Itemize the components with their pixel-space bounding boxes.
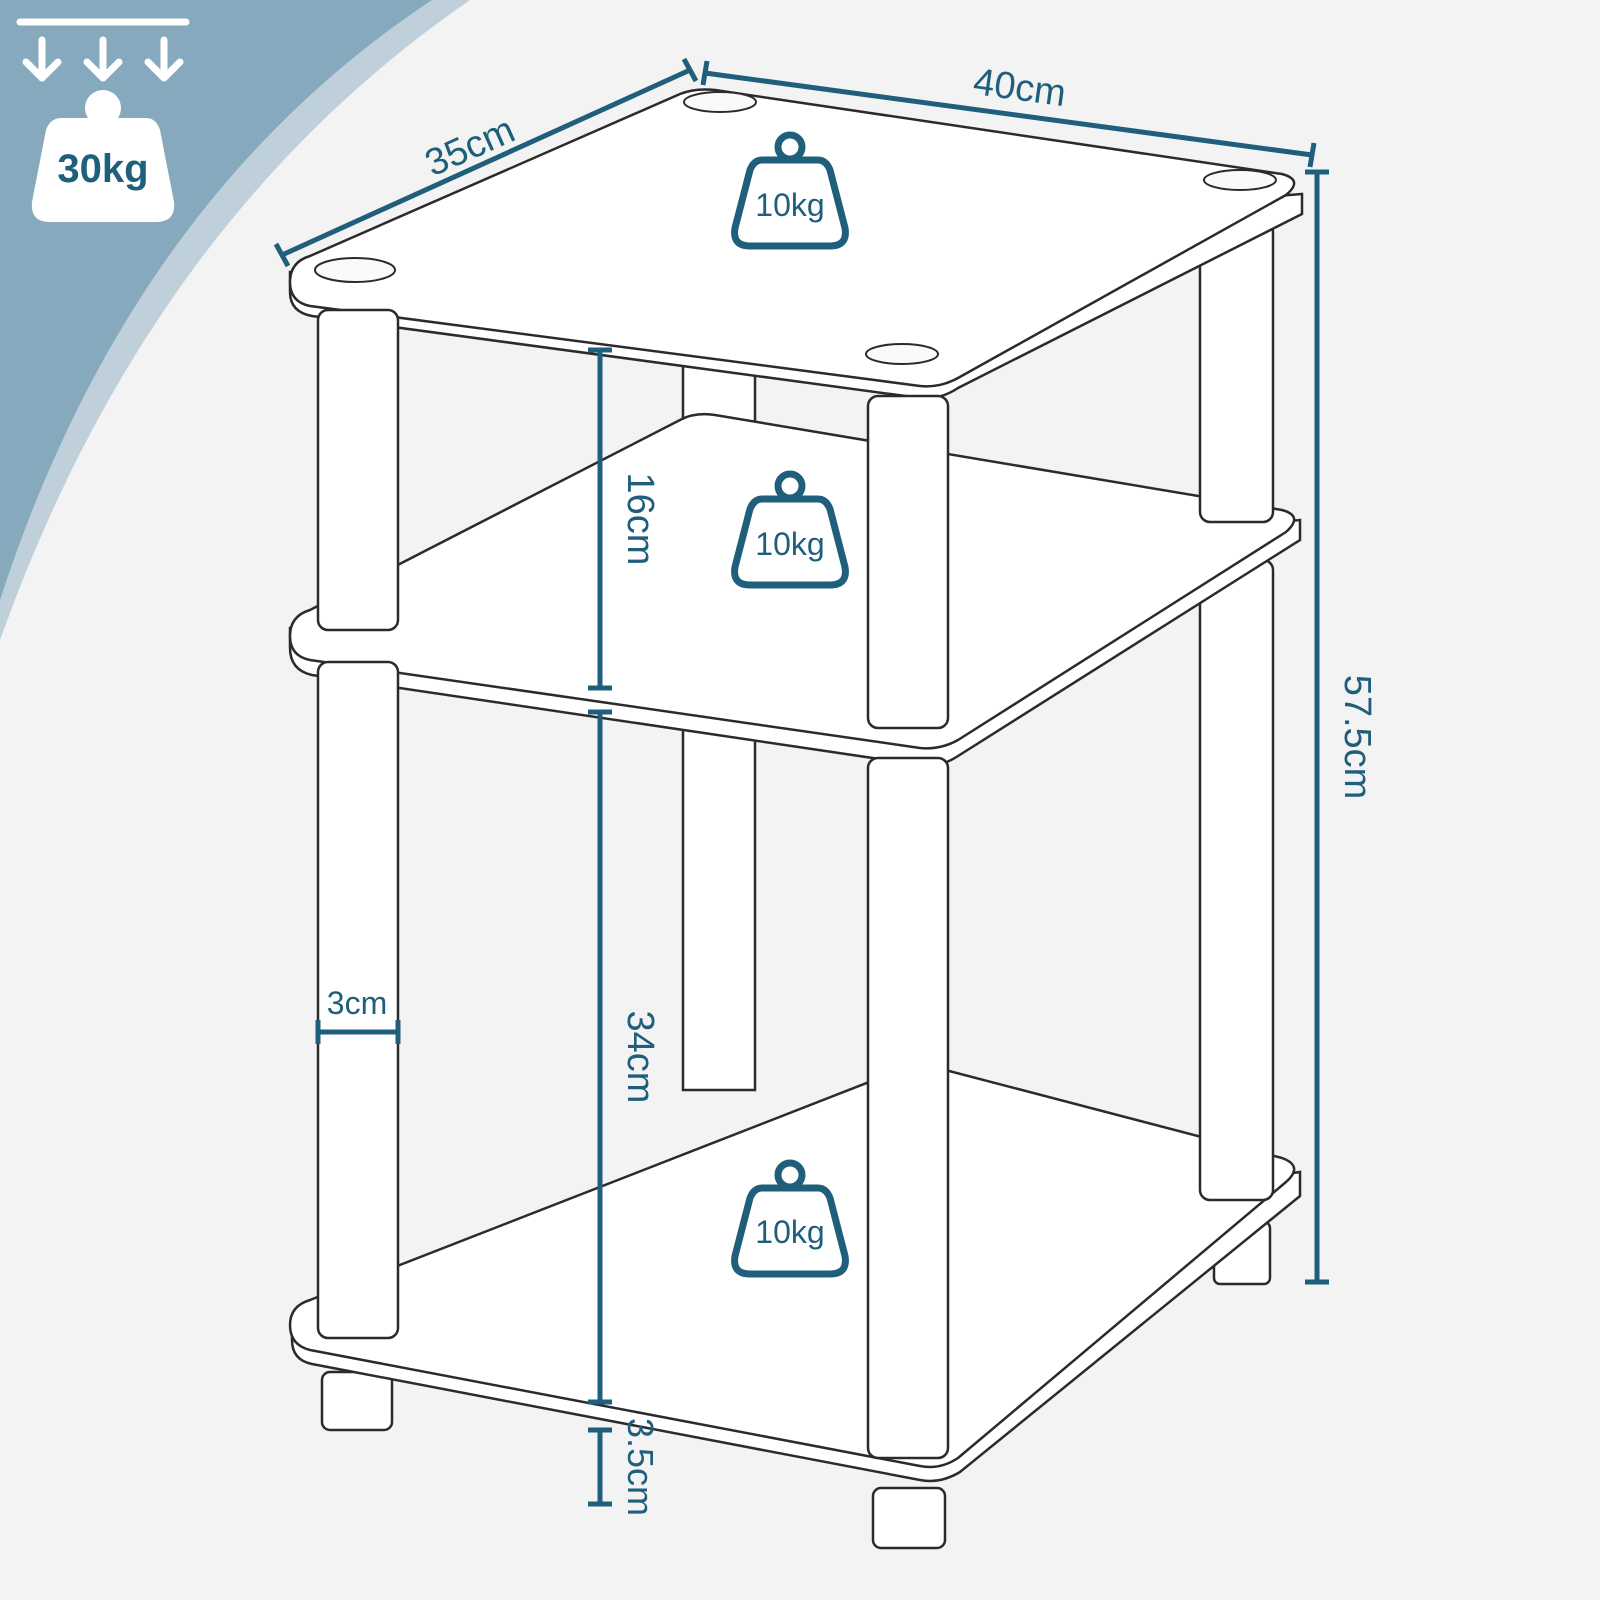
post-back-right-upper [1198,220,1275,524]
bottom-gap-label: 34cm [619,1011,661,1104]
shelf-load-label: 10kg [755,1214,824,1250]
shelf-bottom [288,1064,1302,1550]
shelf-load-bottom: 10kg [731,1159,849,1278]
post-front-left-upper [316,308,400,632]
bottom-gap-dimension [588,709,612,1405]
down-arrows-icon [16,18,190,82]
post-back-left-lower [681,728,757,1092]
weight-icon [731,1159,849,1278]
total-load-label: 30kg [57,147,148,191]
foot-height-label: 3.5cm [620,1418,661,1516]
foot-front-left [320,1370,394,1432]
top-gap-label: 16cm [619,473,661,566]
post-front-right-upper [866,394,950,730]
shelf-load-middle: 10kg [731,470,849,589]
top-gap-dimension [588,347,612,691]
post-front-right-lower [866,756,950,1460]
weight-icon [731,470,849,589]
depth-dimension [273,57,699,268]
shelf-load-top: 10kg [731,131,849,250]
post-back-right-lower [1198,558,1275,1202]
weight-icon [31,90,175,222]
foot-front-right [871,1486,947,1550]
post-front-left-lower [316,660,400,1340]
post-diameter-dimension [315,1020,401,1044]
shelf-load-label: 10kg [755,526,824,562]
post-diameter-label: 3cm [327,985,387,1021]
total-height-dimension [1305,169,1329,1285]
total-height-label: 57.5cm [1336,675,1378,800]
shelf-load-label: 10kg [755,187,824,223]
width-label: 40cm [971,61,1069,115]
foot-height-dimension [588,1427,612,1507]
weight-icon [731,131,849,250]
width-dimension [700,60,1317,168]
